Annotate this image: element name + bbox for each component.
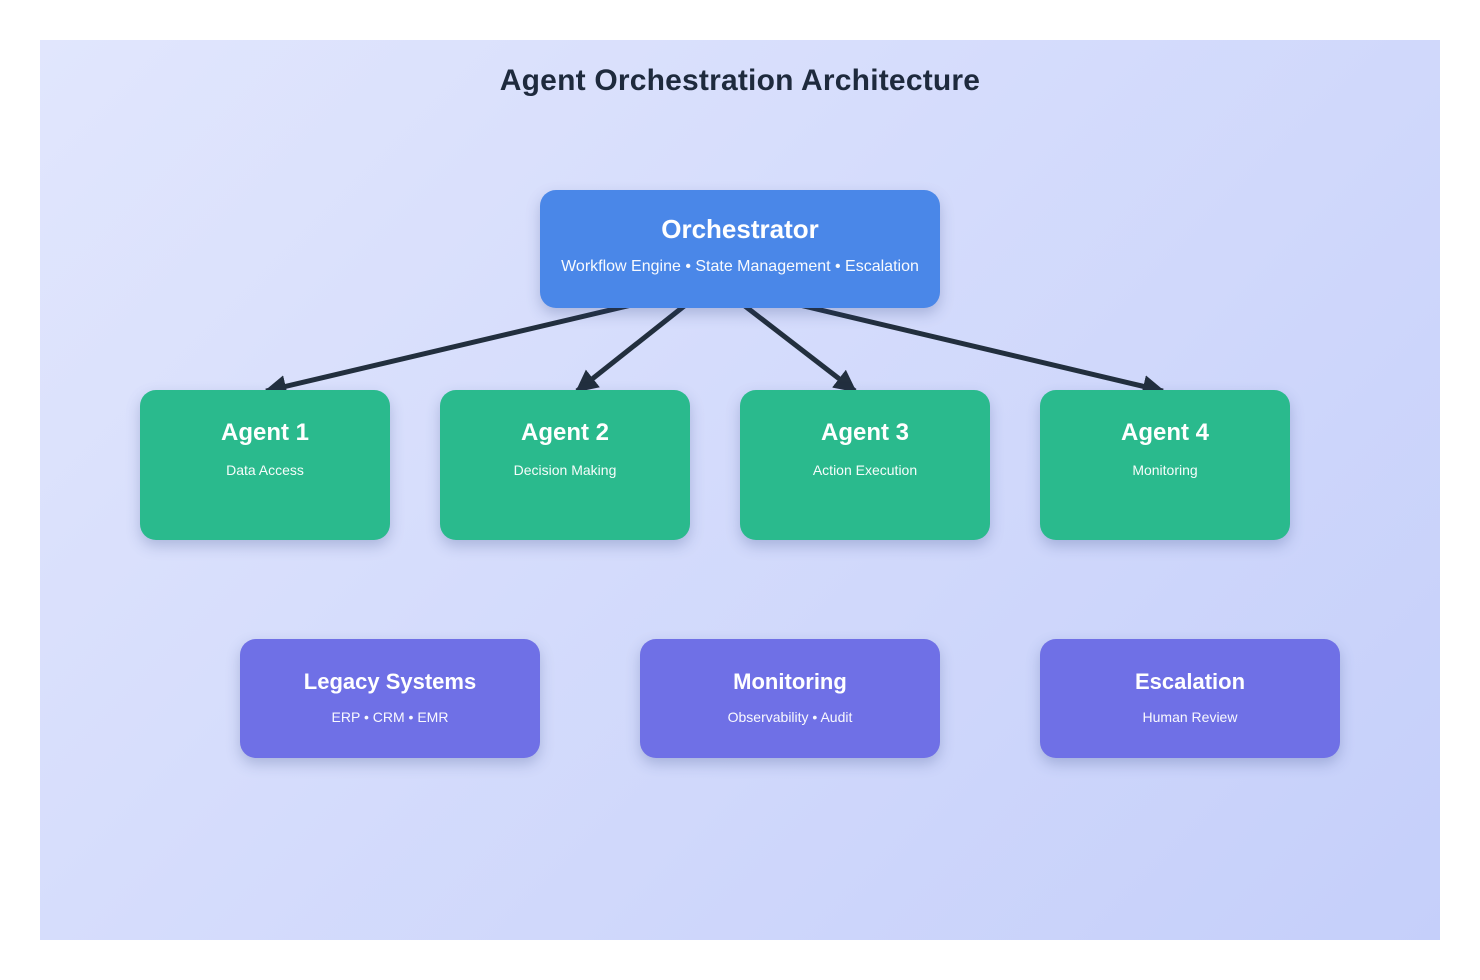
node-escalation: Escalation Human Review xyxy=(1040,639,1340,758)
legacy-systems-subtitle: ERP • CRM • EMR xyxy=(331,709,449,725)
node-legacy-systems: Legacy Systems ERP • CRM • EMR xyxy=(240,639,540,758)
monitoring-title: Monitoring xyxy=(733,669,847,694)
agent-4-title: Agent 4 xyxy=(1120,419,1209,446)
agent-1-subtitle: Data Access xyxy=(226,462,304,478)
agent-3-subtitle: Action Execution xyxy=(812,462,918,478)
agent-2-title: Agent 2 xyxy=(520,419,609,446)
agent-2-subtitle: Decision Making xyxy=(513,462,617,478)
node-agent-3: Agent 3 Action Execution xyxy=(740,390,990,540)
node-orchestrator: Orchestrator Workflow Engine • State Man… xyxy=(540,190,940,308)
legacy-systems-title: Legacy Systems xyxy=(303,669,477,694)
monitoring-subtitle: Observability • Audit xyxy=(727,709,853,725)
node-agent-4: Agent 4 Monitoring xyxy=(1040,390,1290,540)
agent-1-title: Agent 1 xyxy=(220,419,309,446)
agent-3-title: Agent 3 xyxy=(820,419,909,446)
orchestrator-subtitle: Workflow Engine • State Management • Esc… xyxy=(561,258,919,275)
agent-4-subtitle: Monitoring xyxy=(1132,462,1198,478)
node-agent-2: Agent 2 Decision Making xyxy=(440,390,690,540)
escalation-title: Escalation xyxy=(1134,669,1246,694)
node-agent-1: Agent 1 Data Access xyxy=(140,390,390,540)
escalation-subtitle: Human Review xyxy=(1142,709,1238,725)
orchestrator-title: Orchestrator xyxy=(661,214,819,244)
node-monitoring: Monitoring Observability • Audit xyxy=(640,639,940,758)
diagram-title: Agent Orchestration Architecture xyxy=(499,64,981,97)
